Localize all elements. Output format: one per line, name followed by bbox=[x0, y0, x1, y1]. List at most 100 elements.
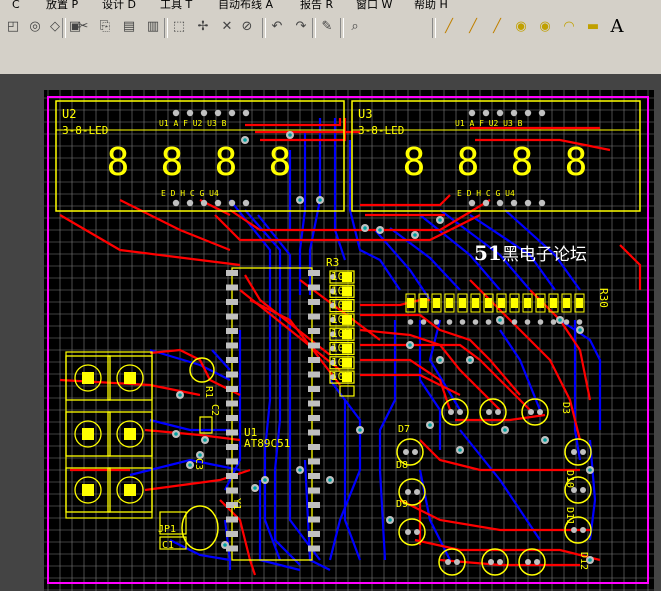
cap-outline bbox=[189, 357, 215, 383]
display-digit: 8 bbox=[403, 140, 426, 184]
mcu-pad bbox=[226, 502, 238, 508]
display-pad bbox=[496, 199, 504, 207]
cross-icon[interactable]: ✕ bbox=[221, 19, 233, 34]
mcu-pad bbox=[308, 270, 320, 276]
paste-special-icon[interactable]: ▥ bbox=[146, 19, 160, 34]
watermark: 51黑电子论坛 bbox=[474, 240, 587, 265]
mcu-pad bbox=[226, 444, 238, 450]
deselect-icon[interactable]: ⊘ bbox=[241, 19, 253, 34]
pencil-icon[interactable]: ✎ bbox=[321, 19, 333, 34]
switch-pad bbox=[82, 428, 94, 440]
display-pad bbox=[200, 109, 208, 117]
via-icon[interactable]: ◉ bbox=[539, 19, 551, 34]
led-pad bbox=[571, 527, 577, 533]
led-outline bbox=[438, 548, 466, 576]
part-label: C2 bbox=[209, 404, 220, 416]
menu-place[interactable]: 放置 P bbox=[46, 0, 79, 11]
track-icon[interactable]: ╱ bbox=[445, 19, 453, 34]
toolbar-separator bbox=[432, 18, 436, 38]
menu-autoroute[interactable]: 自动布线 A bbox=[218, 0, 274, 11]
mcu-pad bbox=[308, 386, 320, 392]
select-icon[interactable]: ⬚ bbox=[172, 19, 186, 34]
display-pad bbox=[228, 199, 236, 207]
zoom-icon[interactable]: ▣ bbox=[68, 19, 82, 34]
display-pad bbox=[172, 199, 180, 207]
arc-icon[interactable]: ╱ bbox=[469, 19, 477, 34]
mcu-pad bbox=[226, 487, 238, 494]
resistor-pin bbox=[330, 359, 336, 366]
mcu-pad bbox=[308, 487, 320, 494]
resistor-pad bbox=[342, 343, 352, 354]
paste-icon[interactable]: ▤ bbox=[122, 19, 136, 34]
switch-ring bbox=[74, 364, 102, 392]
menu-window[interactable]: 窗口 W bbox=[356, 0, 393, 11]
menu-reports[interactable]: 报告 R bbox=[300, 0, 334, 11]
bottom-trace bbox=[129, 458, 241, 477]
mcu-pad bbox=[308, 357, 320, 363]
mcu-pad bbox=[308, 342, 320, 349]
resistor-pad bbox=[342, 272, 352, 282]
resistor-pad bbox=[342, 286, 352, 297]
copy-icon[interactable]: ⎘ bbox=[99, 19, 111, 34]
via-hole bbox=[388, 518, 392, 522]
top-trace bbox=[244, 274, 331, 356]
menu-design[interactable]: 设计 D bbox=[102, 0, 136, 11]
via-hole bbox=[198, 453, 202, 457]
led-label: D9 bbox=[396, 499, 408, 510]
line-icon[interactable]: ╱ bbox=[493, 19, 501, 34]
resistor-array-pin bbox=[550, 319, 557, 325]
display-digit: 8 bbox=[457, 140, 480, 184]
redo-icon[interactable]: ↷ bbox=[295, 19, 307, 34]
top-trace bbox=[214, 214, 481, 242]
r3-ref: R3 bbox=[326, 256, 339, 269]
menu-tools[interactable]: 工具 T bbox=[160, 0, 193, 11]
toolbar-separator bbox=[340, 18, 344, 38]
led-pad bbox=[571, 487, 577, 493]
resistor-array-pin bbox=[420, 319, 427, 325]
toolbar-separator bbox=[164, 18, 168, 38]
resistor-array-pad bbox=[550, 298, 557, 308]
resistor-array-outline bbox=[405, 293, 416, 313]
resistor-value: 10K bbox=[331, 342, 351, 355]
display-pad bbox=[214, 199, 222, 207]
watermark-text: 黑电子论坛 bbox=[501, 245, 587, 265]
bottom-trace bbox=[224, 330, 242, 491]
via-hole bbox=[203, 438, 207, 442]
menu-help[interactable]: 帮助 H bbox=[414, 0, 448, 11]
mcu-pad bbox=[226, 386, 238, 392]
led-pad bbox=[497, 559, 503, 565]
display-pad bbox=[172, 109, 180, 117]
display-digit: 8 bbox=[565, 140, 588, 184]
resistor-value: 10K bbox=[331, 270, 351, 283]
print-icon[interactable]: ◇ bbox=[50, 19, 60, 34]
move-icon[interactable]: ✢ bbox=[197, 19, 209, 34]
led-label: D11 bbox=[564, 507, 575, 525]
string-icon[interactable]: A bbox=[610, 16, 624, 37]
menu-view[interactable]: C bbox=[12, 0, 20, 11]
resistor-outline bbox=[339, 385, 355, 397]
top-trace bbox=[249, 299, 341, 386]
undo-icon[interactable]: ↶ bbox=[271, 19, 283, 34]
arc-tool-icon[interactable]: ◠ bbox=[563, 19, 575, 34]
pad-icon[interactable]: ◉ bbox=[515, 19, 527, 34]
open-icon[interactable]: ◰ bbox=[6, 19, 20, 34]
resistor-array-outline bbox=[522, 293, 533, 313]
led-pad bbox=[448, 409, 454, 415]
resistor-array-pad bbox=[407, 298, 414, 308]
fill-icon[interactable]: ▬ bbox=[586, 19, 600, 34]
r30-ref: R30 bbox=[597, 288, 610, 308]
via-hole bbox=[578, 328, 582, 332]
cut-icon[interactable]: ✂ bbox=[77, 19, 89, 34]
switch-pad bbox=[124, 484, 136, 496]
resistor-value: 10K bbox=[331, 284, 351, 297]
resistor-pin bbox=[330, 331, 336, 338]
browse-icon[interactable]: ⌕ bbox=[351, 19, 359, 34]
bottom-trace bbox=[499, 329, 542, 411]
save-icon[interactable]: ◎ bbox=[29, 19, 41, 34]
switch-ring bbox=[116, 364, 144, 392]
bottom-trace bbox=[149, 418, 230, 432]
mcu-pad bbox=[308, 284, 320, 291]
mcu-pad bbox=[226, 313, 238, 320]
led-outline bbox=[521, 398, 549, 426]
